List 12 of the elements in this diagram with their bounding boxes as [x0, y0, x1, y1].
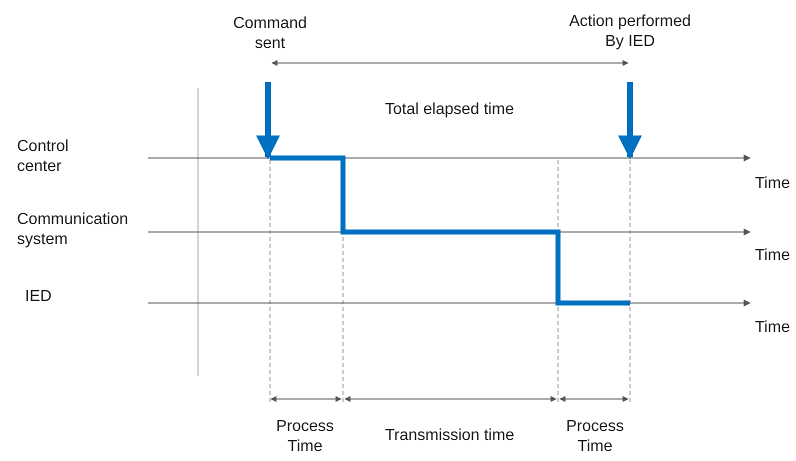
span-label: Transmission time: [385, 426, 514, 446]
event-label: Command sent: [232, 14, 308, 54]
event-label: Action performed By IED: [568, 12, 692, 52]
axis-label: Time: [755, 246, 790, 266]
axis-label: Time: [755, 318, 790, 338]
axis-label: Time: [755, 174, 790, 194]
row-label: Communication system: [17, 210, 130, 250]
span-label: Process Time: [565, 417, 625, 457]
row-label: Control center: [17, 137, 70, 177]
span-label: Process Time: [275, 417, 335, 457]
row-label: IED: [25, 287, 52, 307]
span-label: Total elapsed time: [385, 100, 514, 120]
